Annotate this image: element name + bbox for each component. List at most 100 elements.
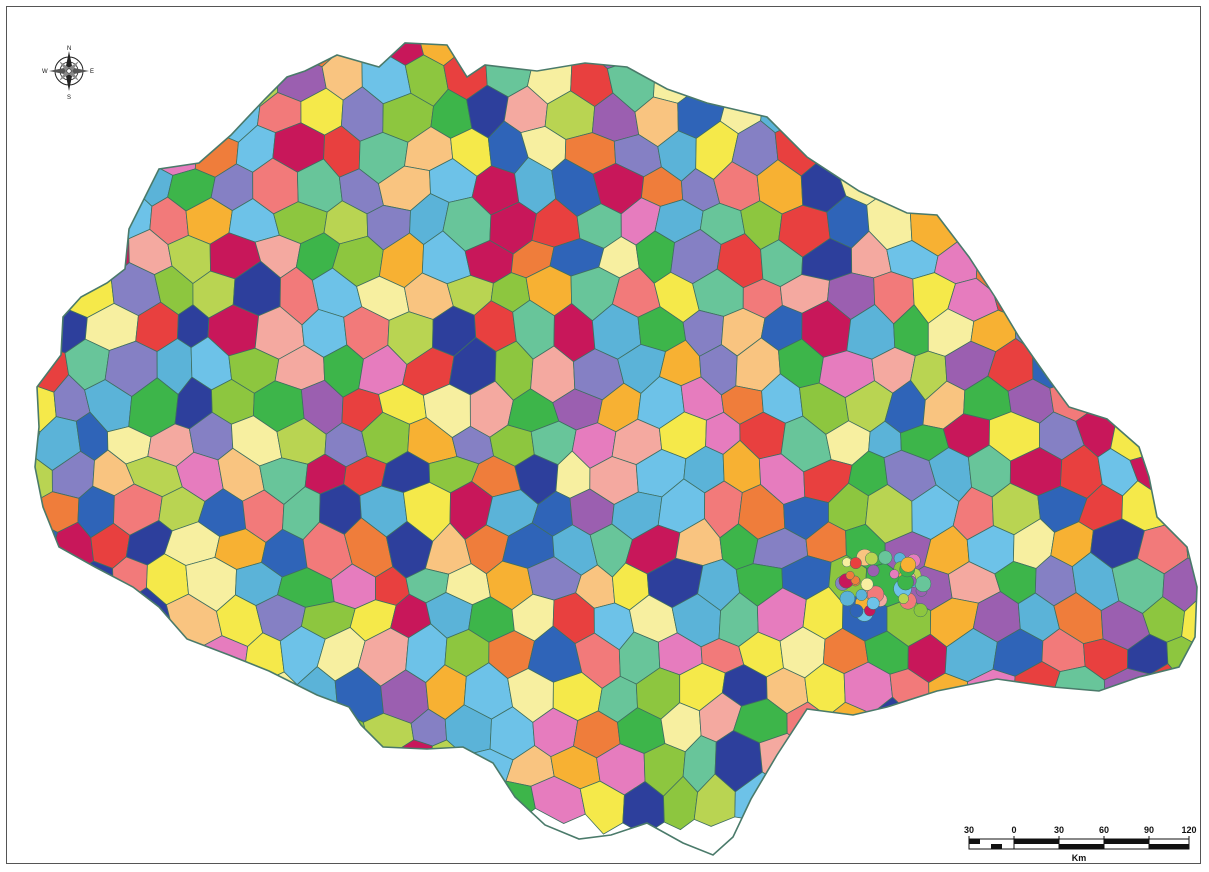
district-region bbox=[221, 743, 260, 793]
district-region bbox=[1076, 203, 1122, 244]
district-region bbox=[913, 59, 953, 100]
district-region bbox=[1035, 55, 1081, 104]
district-region bbox=[240, 700, 280, 753]
district-region bbox=[1121, 698, 1170, 757]
district-region bbox=[1118, 279, 1172, 324]
district-region bbox=[442, 780, 487, 833]
district-region bbox=[1181, 596, 1197, 648]
district-region bbox=[113, 133, 160, 175]
district-region bbox=[168, 738, 223, 793]
district-region bbox=[806, 43, 852, 68]
district-region bbox=[255, 734, 297, 787]
district-region bbox=[1100, 307, 1148, 360]
district-region bbox=[35, 635, 68, 686]
district-region bbox=[242, 7, 279, 27]
district-region-small bbox=[867, 564, 880, 577]
district-region bbox=[403, 7, 446, 34]
district-region bbox=[438, 7, 486, 30]
district-region bbox=[35, 196, 63, 239]
district-region bbox=[1166, 700, 1197, 759]
district-region bbox=[845, 43, 896, 70]
district-region bbox=[35, 699, 39, 754]
district-region bbox=[483, 7, 533, 33]
district-region bbox=[903, 7, 947, 34]
district-region bbox=[243, 776, 281, 819]
compass-n-label: N bbox=[67, 46, 71, 52]
district-region bbox=[530, 7, 571, 38]
district-region-small bbox=[860, 577, 874, 591]
district-region bbox=[35, 743, 54, 796]
district-region bbox=[68, 713, 119, 759]
district-region bbox=[7, 271, 26, 329]
district-region bbox=[992, 123, 1040, 180]
district-region bbox=[1141, 377, 1192, 430]
district-region bbox=[1180, 743, 1197, 793]
district-region bbox=[857, 131, 909, 172]
district-region bbox=[971, 85, 1019, 139]
district-region bbox=[463, 748, 514, 797]
district-region bbox=[1016, 90, 1054, 142]
scale-tick-label: 30 bbox=[1054, 825, 1064, 835]
district-region bbox=[1019, 741, 1063, 787]
district-region bbox=[1076, 699, 1127, 749]
district-region bbox=[741, 7, 785, 31]
district-region-small bbox=[865, 552, 879, 566]
district-region bbox=[949, 120, 998, 179]
district-region bbox=[613, 7, 657, 34]
district-region bbox=[863, 7, 905, 42]
district-region bbox=[1096, 96, 1146, 134]
district-region-small bbox=[898, 593, 909, 605]
district-region bbox=[990, 7, 1043, 31]
district-region bbox=[314, 7, 363, 30]
district-region bbox=[7, 48, 23, 99]
district-region bbox=[924, 742, 977, 793]
district-region bbox=[1187, 234, 1197, 285]
district-region-small bbox=[913, 603, 928, 618]
district-region bbox=[1140, 313, 1187, 361]
district-region bbox=[357, 770, 406, 826]
district-region bbox=[968, 168, 1016, 216]
district-region-small bbox=[878, 550, 893, 565]
district-region bbox=[35, 704, 71, 760]
district-region bbox=[630, 43, 684, 71]
district-region bbox=[339, 745, 393, 787]
district-region bbox=[1170, 273, 1197, 323]
district-region bbox=[1200, 7, 1203, 30]
district-region bbox=[892, 740, 930, 793]
scale-tick-label: 90 bbox=[1144, 825, 1154, 835]
district-region bbox=[889, 43, 934, 66]
district-region bbox=[653, 7, 704, 35]
district-region bbox=[124, 738, 176, 797]
compass-rose-icon: N S E W bbox=[42, 46, 94, 101]
district-region bbox=[903, 126, 951, 173]
district-region bbox=[931, 82, 974, 139]
district-region bbox=[35, 232, 50, 287]
district-region-small bbox=[845, 570, 855, 580]
district-region bbox=[1140, 43, 1190, 71]
district-region bbox=[145, 777, 199, 833]
district-region bbox=[160, 7, 200, 40]
district-region bbox=[275, 705, 321, 747]
district-region bbox=[156, 698, 205, 748]
district-region bbox=[1122, 60, 1165, 107]
district-region bbox=[1196, 779, 1197, 819]
district-region bbox=[84, 43, 132, 70]
district-region bbox=[7, 208, 21, 249]
district-region bbox=[1077, 267, 1123, 314]
district-region bbox=[332, 43, 381, 61]
district-region bbox=[292, 734, 346, 785]
district-region bbox=[1181, 668, 1197, 721]
district-region bbox=[276, 772, 319, 826]
district-region bbox=[42, 229, 88, 286]
district-region bbox=[46, 742, 87, 798]
district-region bbox=[820, 776, 871, 818]
district-region-small bbox=[914, 575, 932, 593]
district-region bbox=[7, 7, 27, 22]
district-region bbox=[1143, 243, 1189, 293]
district-region bbox=[25, 7, 70, 24]
scale-unit-label: Km bbox=[1072, 853, 1087, 863]
district-region bbox=[680, 43, 728, 67]
district-region bbox=[1035, 203, 1084, 249]
district-region bbox=[864, 778, 916, 822]
district-region bbox=[1140, 95, 1187, 139]
